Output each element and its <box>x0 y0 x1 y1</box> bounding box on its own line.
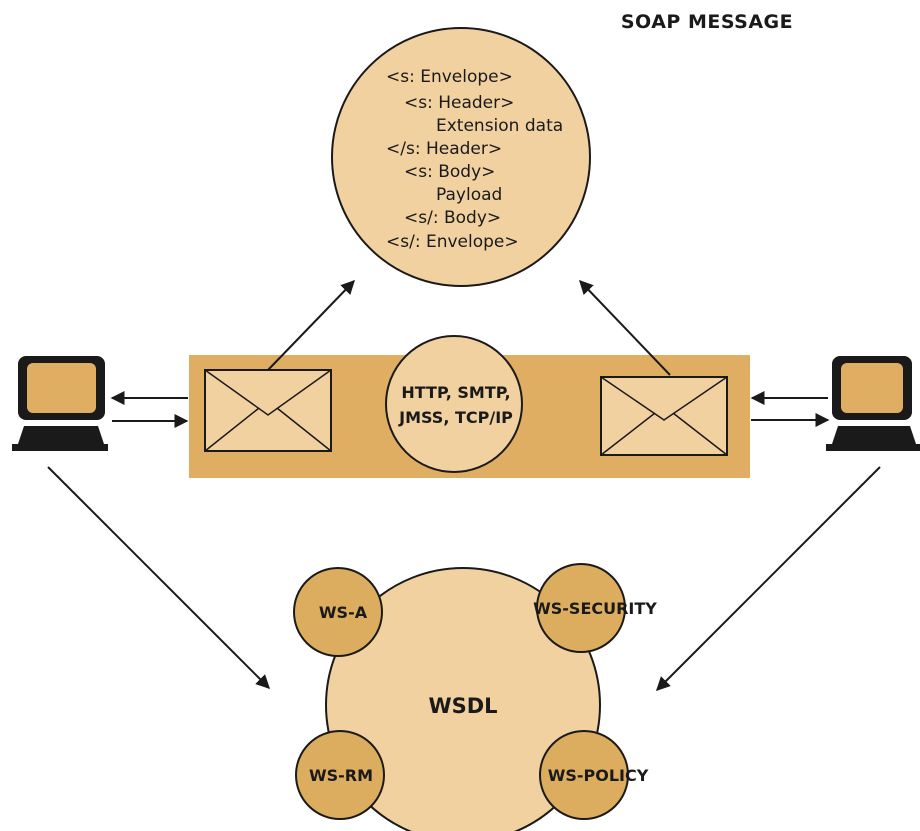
soap-line-header-close: </s: Header> <box>386 139 502 159</box>
soap-message-content: <s: Envelope> <s: Header> Extension data… <box>386 67 563 252</box>
wsdl-circle <box>325 567 601 831</box>
arrow-left-envelope-to-soap <box>267 279 355 371</box>
soap-line-body-open: <s: Body> <box>404 162 495 182</box>
transport-protocols-line-1: HTTP, SMTP, <box>401 383 510 402</box>
envelope-icon <box>204 369 332 452</box>
soap-line-envelope-open: <s: Envelope> <box>386 67 513 87</box>
computer-icon <box>12 356 108 451</box>
arrow-right-envelope-to-soap <box>579 279 671 376</box>
arrow-right-computer-to-wsdl <box>656 466 881 691</box>
ws-a-label: WS-A <box>319 603 368 622</box>
soap-line-payload: Payload <box>436 185 502 205</box>
arrow-left-computer-to-wsdl <box>47 466 270 689</box>
soap-line-body-close: <s/: Body> <box>404 208 501 228</box>
wsdl-label: WSDL <box>428 694 497 718</box>
ws-rm-label: WS-RM <box>309 766 373 785</box>
ws-policy-label: WS-POLICY <box>548 766 649 785</box>
ws-security-label: WS-SECURITY <box>533 599 657 618</box>
transport-protocols-line-2: JMSS, TCP/IP <box>398 408 513 427</box>
transport-protocols-circle <box>385 335 523 473</box>
ws-a-circle <box>293 567 383 657</box>
computer-icon <box>826 356 920 451</box>
ws-policy-circle <box>539 730 629 820</box>
soap-line-header-open: <s: Header> <box>404 93 514 113</box>
ws-security-circle <box>536 563 626 653</box>
soap-line-envelope-close: <s/: Envelope> <box>386 232 519 252</box>
soap-line-extension-data: Extension data <box>436 116 563 136</box>
soap-message-circle <box>331 27 591 287</box>
diagram-title: SOAP MESSAGE <box>621 11 793 33</box>
envelope-icon <box>600 376 728 456</box>
ws-rm-circle <box>295 730 385 820</box>
